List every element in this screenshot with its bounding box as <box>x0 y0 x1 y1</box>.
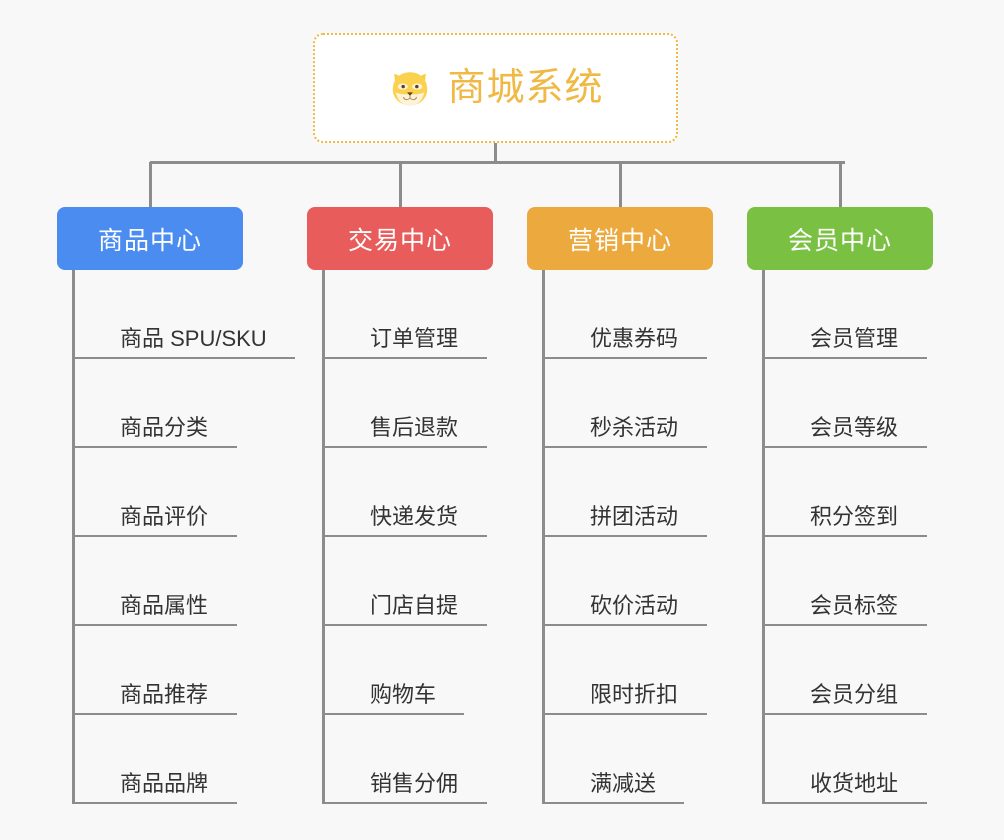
leaf-underline <box>325 713 464 715</box>
root-node[interactable]: 商城系统 <box>313 33 678 143</box>
leaf-underline <box>75 357 295 359</box>
leaf-label: 商品品牌 <box>120 771 209 796</box>
branch-column-3: 会员中心 会员管理会员等级积分签到会员标签会员分组收货地址 <box>747 207 947 804</box>
leaf-item[interactable]: 优惠券码 <box>545 270 727 359</box>
leaf-item[interactable]: 商品品牌 <box>75 715 287 804</box>
leaf-item[interactable]: 会员等级 <box>765 359 947 448</box>
leaf-item[interactable]: 商品评价 <box>75 448 287 537</box>
leaf-underline <box>765 535 927 537</box>
root-title: 商城系统 <box>447 67 604 109</box>
leaf-label: 拼团活动 <box>590 504 679 529</box>
leaf-underline <box>545 357 707 359</box>
leaf-label: 商品属性 <box>120 593 209 618</box>
leaf-item[interactable]: 商品属性 <box>75 537 287 626</box>
branch-column-1: 交易中心 订单管理售后退款快递发货门店自提购物车销售分佣 <box>307 207 507 804</box>
leaf-label: 会员分组 <box>810 682 899 707</box>
shiba-dog-face-icon <box>393 72 428 106</box>
leaf-underline <box>545 713 707 715</box>
leaf-label: 秒杀活动 <box>590 415 679 440</box>
branch-box-1[interactable]: 交易中心 <box>307 207 493 270</box>
leaf-underline <box>765 802 927 804</box>
branch-column-2: 营销中心 优惠券码秒杀活动拼团活动砍价活动限时折扣满减送 <box>527 207 727 804</box>
leaf-label: 会员标签 <box>810 593 899 618</box>
leaf-item[interactable]: 拼团活动 <box>545 448 727 537</box>
leaf-underline <box>75 624 237 626</box>
leaf-underline <box>545 446 707 448</box>
leaf-underline <box>765 713 927 715</box>
leaf-item[interactable]: 售后退款 <box>325 359 507 448</box>
leaf-label: 购物车 <box>370 682 437 707</box>
leaf-label: 商品分类 <box>120 415 209 440</box>
leaf-list-0: 商品 SPU/SKU 商品分类商品评价商品属性商品推荐商品品牌 <box>72 270 295 804</box>
leaf-label: 商品 SPU/SKU <box>120 326 267 351</box>
leaf-underline <box>325 624 487 626</box>
leaf-label: 门店自提 <box>370 593 459 618</box>
branch-column-0: 商品中心 商品 SPU/SKU 商品分类商品评价商品属性商品推荐商品品牌 <box>57 207 295 804</box>
leaf-label: 满减送 <box>590 771 657 796</box>
leaf-item[interactable]: 商品分类 <box>75 359 287 448</box>
leaf-label: 商品评价 <box>120 504 209 529</box>
leaf-item[interactable]: 销售分佣 <box>325 715 507 804</box>
leaf-underline <box>75 535 237 537</box>
leaf-list-2: 优惠券码秒杀活动拼团活动砍价活动限时折扣满减送 <box>542 270 727 804</box>
leaf-label: 优惠券码 <box>590 326 679 351</box>
leaf-item[interactable]: 会员管理 <box>765 270 947 359</box>
leaf-label: 商品推荐 <box>120 682 209 707</box>
branch-box-3[interactable]: 会员中心 <box>747 207 933 270</box>
leaf-item[interactable]: 快递发货 <box>325 448 507 537</box>
leaf-underline <box>545 802 684 804</box>
leaf-item[interactable]: 收货地址 <box>765 715 947 804</box>
leaf-item[interactable]: 满减送 <box>545 715 727 804</box>
leaf-underline <box>765 357 927 359</box>
leaf-underline <box>75 802 237 804</box>
leaf-label: 会员管理 <box>810 326 899 351</box>
branch-box-0[interactable]: 商品中心 <box>57 207 243 270</box>
leaf-item[interactable]: 积分签到 <box>765 448 947 537</box>
leaf-item[interactable]: 门店自提 <box>325 537 507 626</box>
leaf-underline <box>545 535 707 537</box>
leaf-item[interactable]: 订单管理 <box>325 270 507 359</box>
leaf-item[interactable]: 砍价活动 <box>545 537 727 626</box>
leaf-label: 收货地址 <box>810 771 899 796</box>
leaf-underline <box>75 446 237 448</box>
leaf-underline <box>545 624 707 626</box>
leaf-label: 订单管理 <box>370 326 459 351</box>
leaf-list-3: 会员管理会员等级积分签到会员标签会员分组收货地址 <box>762 270 947 804</box>
leaf-underline <box>765 446 927 448</box>
leaf-underline <box>75 713 237 715</box>
leaf-item[interactable]: 会员标签 <box>765 537 947 626</box>
leaf-item[interactable]: 购物车 <box>325 626 507 715</box>
leaf-underline <box>765 624 927 626</box>
leaf-underline <box>325 357 487 359</box>
leaf-underline <box>325 802 487 804</box>
leaf-item[interactable]: 商品 SPU/SKU <box>75 270 295 359</box>
leaf-label: 限时折扣 <box>590 682 679 707</box>
leaf-label: 销售分佣 <box>370 771 459 796</box>
leaf-label: 售后退款 <box>370 415 459 440</box>
leaf-underline <box>325 535 487 537</box>
leaf-underline <box>325 446 487 448</box>
leaf-label: 积分签到 <box>810 504 899 529</box>
leaf-item[interactable]: 商品推荐 <box>75 626 287 715</box>
leaf-list-1: 订单管理售后退款快递发货门店自提购物车销售分佣 <box>322 270 507 804</box>
leaf-item[interactable]: 限时折扣 <box>545 626 727 715</box>
leaf-label: 会员等级 <box>810 415 899 440</box>
leaf-item[interactable]: 秒杀活动 <box>545 359 727 448</box>
leaf-item[interactable]: 会员分组 <box>765 626 947 715</box>
leaf-label: 砍价活动 <box>590 593 679 618</box>
leaf-label: 快递发货 <box>370 504 459 529</box>
branch-box-2[interactable]: 营销中心 <box>527 207 713 270</box>
